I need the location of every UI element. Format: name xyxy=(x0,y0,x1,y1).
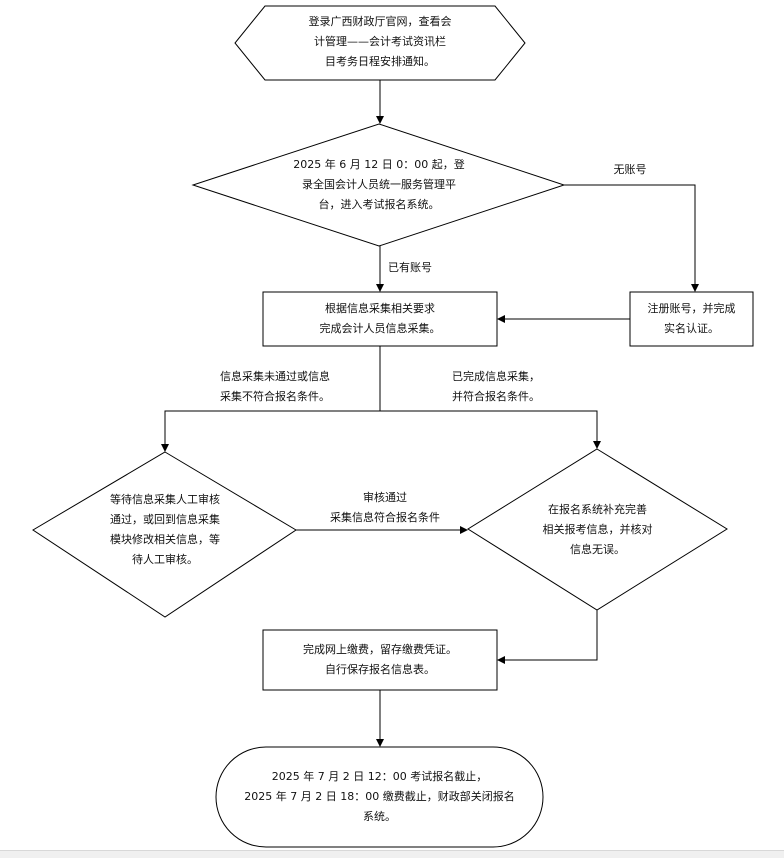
label-no-account: 无账号 xyxy=(613,163,647,176)
decision-wait-line-1: 等待信息采集人工审核 xyxy=(110,493,220,506)
decision-login-text: 2025 年 6 月 12 日 0：00 起，登 录全国会计人员统一服务管理平 … xyxy=(264,155,494,215)
end-text: 2025 年 7 月 2 日 12：00 考试报名截止， 2025 年 7 月 … xyxy=(222,767,537,827)
decision-login-line-2: 录全国会计人员统一服务管理平 xyxy=(302,178,456,191)
decision-wait-text: 等待信息采集人工审核 通过，或回到信息采集 模块修改相关信息，等 待人工审核。 xyxy=(70,490,260,570)
start-text: 登录广西财政厅官网，查看会 计管理——会计考试资讯栏 目考务日程安排通知。 xyxy=(260,12,500,72)
connector-lines xyxy=(161,80,699,747)
decision-complete-line-1: 在报名系统补充完善 xyxy=(548,503,647,516)
payment-line-2: 自行保存报名信息表。 xyxy=(325,663,435,676)
arrow-right-to-payment xyxy=(497,610,598,664)
label-done-line-2: 并符合报名条件。 xyxy=(452,390,540,403)
register-line-1: 注册账号，并完成 xyxy=(647,302,736,315)
collect-line-1: 根据信息采集相关要求 xyxy=(325,302,435,315)
decision-wait-line-3: 模块修改相关信息，等 xyxy=(110,533,220,546)
label-has-account: 已有账号 xyxy=(388,261,432,274)
arrow-login-to-register xyxy=(564,184,699,292)
decision-login-line-3: 台，进入考试报名系统。 xyxy=(318,198,440,211)
decision-complete-line-3: 信息无误。 xyxy=(570,543,625,556)
decision-complete-line-2: 相关报考信息，并核对 xyxy=(542,523,653,536)
payment-box xyxy=(262,629,498,691)
bottom-scroll-strip xyxy=(0,850,784,858)
decision-wait-line-4: 待人工审核。 xyxy=(132,553,198,566)
label-not-pass-line-1: 信息采集未通过或信息 xyxy=(220,370,330,383)
label-audit-pass-line-1: 审核通过 xyxy=(363,491,407,504)
decision-complete-text: 在报名系统补充完善 相关报考信息，并核对 信息无误。 xyxy=(510,500,685,560)
start-hexagon xyxy=(234,5,526,81)
collect-info-text: 根据信息采集相关要求 完成会计人员信息采集。 xyxy=(263,299,497,339)
end-line-1: 2025 年 7 月 2 日 12：00 考试报名截止， xyxy=(271,770,488,783)
label-audit-pass: 审核通过 采集信息符合报名条件 xyxy=(310,488,460,528)
end-terminal xyxy=(215,746,544,848)
register-text: 注册账号，并完成 实名认证。 xyxy=(630,299,753,339)
collect-line-2: 完成会计人员信息采集。 xyxy=(319,322,441,335)
collect-info-box xyxy=(262,291,498,347)
label-not-pass: 信息采集未通过或信息 采集不符合报名条件。 xyxy=(200,367,350,407)
register-line-2: 实名认证。 xyxy=(664,322,719,335)
payment-line-1: 完成网上缴费，留存缴费凭证。 xyxy=(303,643,457,656)
label-done-line-1: 已完成信息采集， xyxy=(452,370,540,383)
arrow-branch-to-left xyxy=(161,410,380,452)
end-line-3: 系统。 xyxy=(363,810,396,823)
label-not-pass-line-2: 采集不符合报名条件。 xyxy=(220,390,330,403)
decision-wait-audit-diamond xyxy=(32,451,297,618)
label-audit-pass-line-2: 采集信息符合报名条件 xyxy=(330,511,440,524)
register-account-box xyxy=(629,291,754,347)
end-line-2: 2025 年 7 月 2 日 18：00 缴费截止，财政部关闭报名 xyxy=(244,790,515,803)
label-done: 已完成信息采集， 并符合报名条件。 xyxy=(436,367,556,407)
payment-text: 完成网上缴费，留存缴费凭证。 自行保存报名信息表。 xyxy=(263,640,497,680)
start-line-1: 登录广西财政厅官网，查看会 xyxy=(308,15,452,28)
start-line-3: 目考务日程安排通知。 xyxy=(325,55,435,68)
start-line-2: 计管理——会计考试资讯栏 xyxy=(314,35,446,48)
decision-login-diamond xyxy=(191,123,566,247)
decision-wait-line-2: 通过，或回到信息采集 xyxy=(110,513,220,526)
decision-login-line-1: 2025 年 6 月 12 日 0：00 起，登 xyxy=(293,158,465,171)
arrow-branch-to-right xyxy=(380,410,601,449)
